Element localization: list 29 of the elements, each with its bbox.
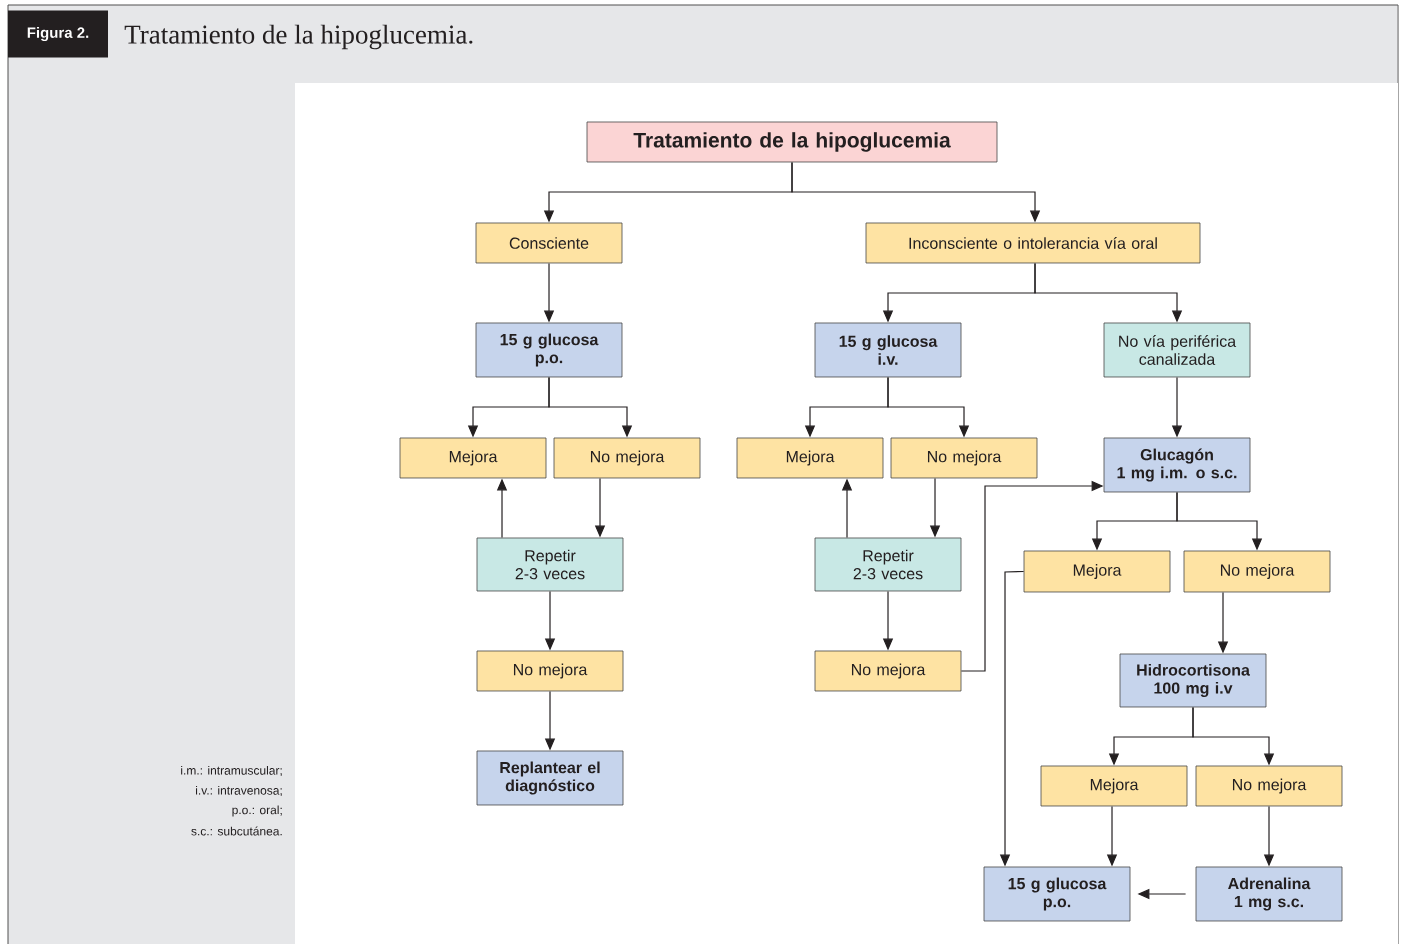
treatment-box: 15 g glucosa p.o.: [475, 322, 623, 378]
instruction-box: Repetir 2-3 veces: [814, 537, 962, 592]
condition-box: Mejora: [1023, 550, 1171, 593]
condition-box: Mejora: [1040, 765, 1188, 807]
condition-box: No mejora: [814, 650, 962, 692]
treatment-box: Glucagón 1 mg i.m. o s.c.: [1103, 437, 1251, 493]
condition-box: No mejora: [890, 437, 1038, 479]
condition-box: Inconsciente o intolerancia vía oral: [865, 222, 1201, 264]
figure-tag: Figura 2.: [8, 10, 108, 58]
treatment-box: 15 g glucosa i.v.: [814, 322, 962, 378]
condition-box: Mejora: [399, 437, 547, 479]
treatment-box: Replantear el diagnóstico: [476, 750, 624, 806]
footnote-text: i.m.: intramuscular;: [181, 765, 282, 777]
title-box: Tratamiento de la hipoglucemia: [586, 121, 998, 163]
instruction-box: No vía periférica canalizada: [1103, 322, 1251, 378]
condition-box: No mejora: [1195, 765, 1343, 807]
treatment-box: 15 g glucosa p.o.: [983, 866, 1131, 922]
condition-box: Mejora: [736, 437, 884, 479]
footnote-text: i.v.: intravenosa;: [196, 785, 282, 797]
footnote-text: p.o.: oral;: [232, 805, 282, 817]
condition-box: No mejora: [553, 437, 701, 479]
footnote-text: s.c.: subcutánea.: [191, 826, 282, 836]
treatment-box: Hidrocortisona 100 mg i.v: [1119, 653, 1267, 708]
condition-box: Consciente: [475, 222, 623, 264]
treatment-box: Adrenalina 1 mg s.c.: [1195, 866, 1343, 922]
condition-box: No mejora: [1183, 550, 1331, 593]
figure-title: Tratamiento de la hipoglucemia.: [124, 24, 473, 50]
condition-box: No mejora: [476, 650, 624, 692]
instruction-box: Repetir 2-3 veces: [476, 537, 624, 592]
